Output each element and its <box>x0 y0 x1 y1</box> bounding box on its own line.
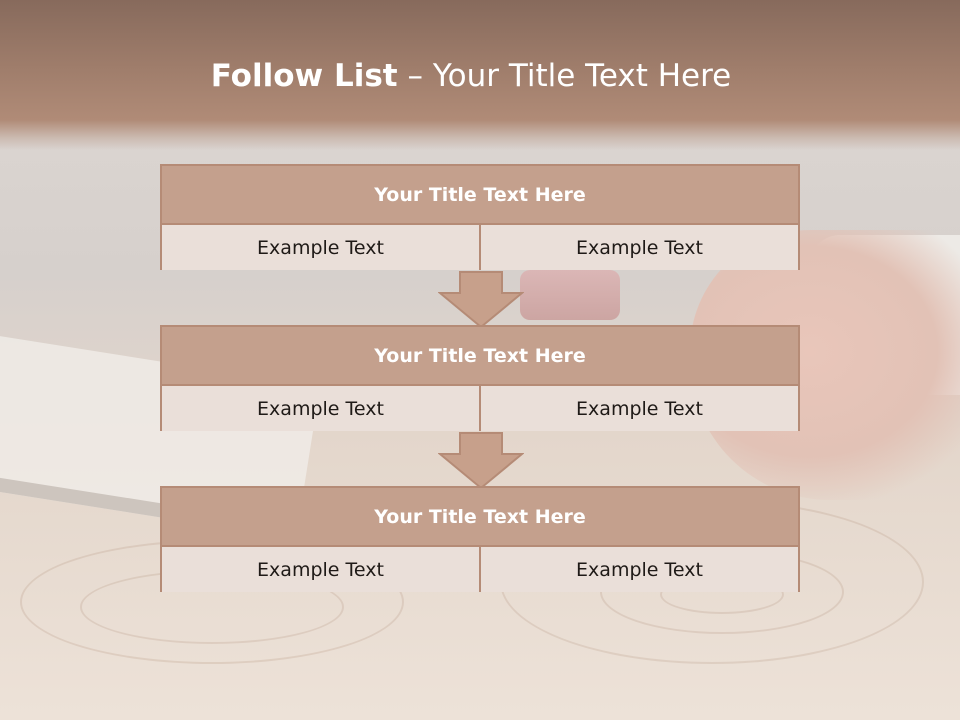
step-cell-right: Example Text <box>479 225 798 270</box>
step-box-2: Your Title Text Here Example Text Exampl… <box>160 325 800 431</box>
slide-title: Follow List – Your Title Text Here <box>0 56 942 96</box>
step-title: Your Title Text Here <box>162 166 798 225</box>
step-cell-right: Example Text <box>479 547 798 592</box>
down-arrow-icon <box>438 271 524 329</box>
step-title: Your Title Text Here <box>162 488 798 547</box>
step-title: Your Title Text Here <box>162 327 798 386</box>
slide-title-rest: – Your Title Text Here <box>407 58 732 94</box>
step-cell-left: Example Text <box>162 547 479 592</box>
step-box-1: Your Title Text Here Example Text Exampl… <box>160 164 800 270</box>
step-cell-left: Example Text <box>162 386 479 431</box>
step-cell-left: Example Text <box>162 225 479 270</box>
background-stamp <box>520 270 620 320</box>
step-box-3: Your Title Text Here Example Text Exampl… <box>160 486 800 592</box>
down-arrow-icon <box>438 432 524 490</box>
step-cell-right: Example Text <box>479 386 798 431</box>
title-banner <box>0 0 960 150</box>
slide-title-bold: Follow List <box>210 58 398 94</box>
